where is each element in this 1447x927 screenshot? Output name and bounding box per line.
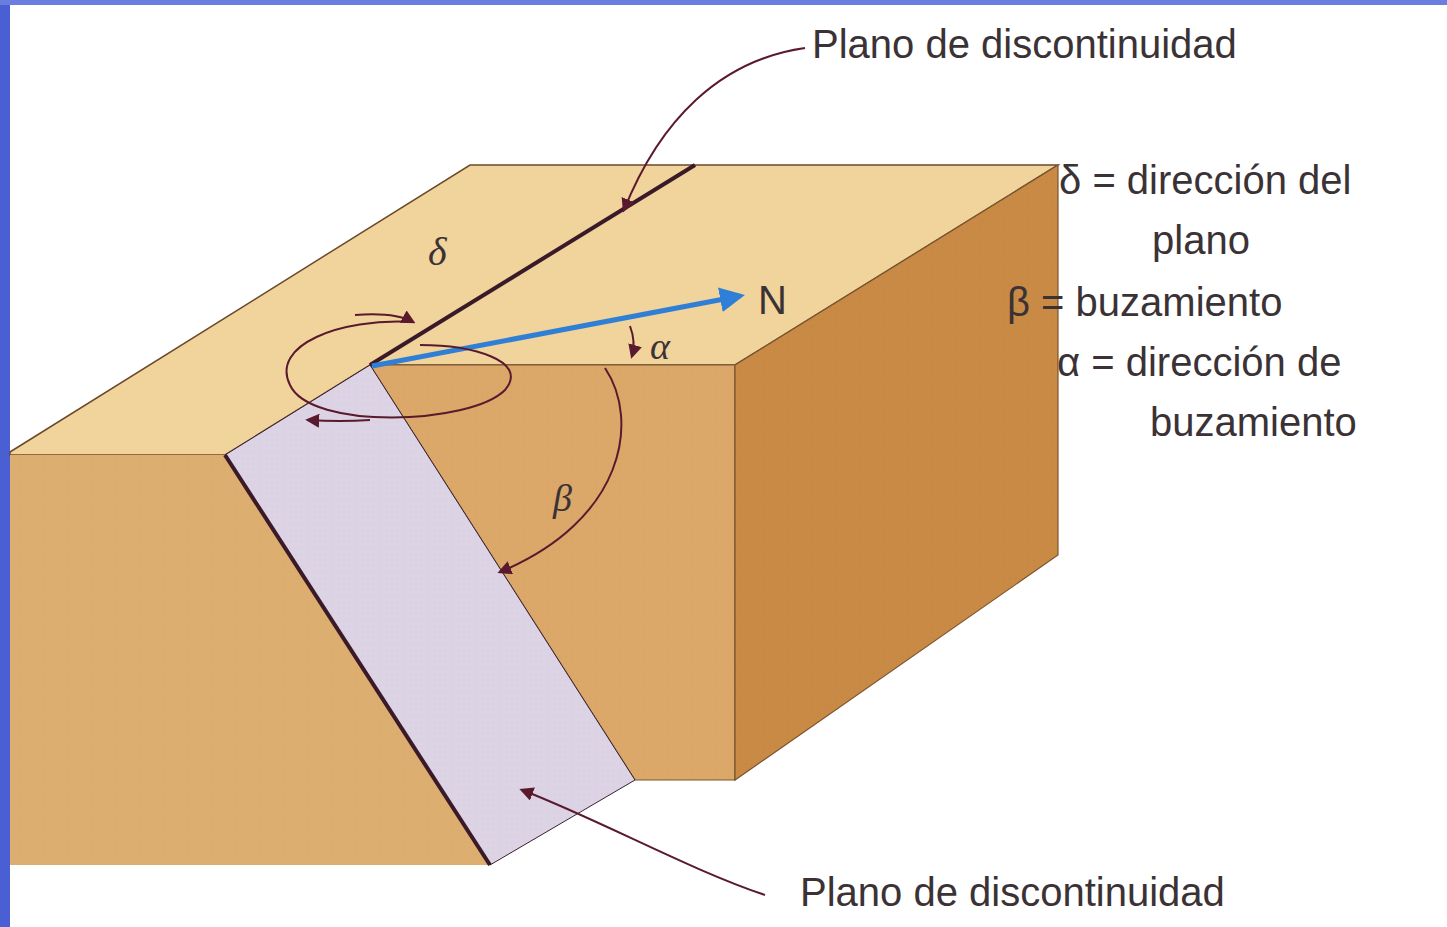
- plane-label: Plano de discontinuidad: [812, 14, 1412, 74]
- symbol-label: δ: [428, 222, 468, 282]
- north-label: N: [758, 270, 808, 330]
- dip-angle-arc: [500, 368, 621, 572]
- discontinuity-plane: [225, 365, 635, 865]
- plane-label: Plano de discontinuidad: [800, 862, 1400, 922]
- key-text: β = buzamiento: [1007, 272, 1440, 332]
- frame-bar: [0, 0, 1447, 5]
- key-text: δ = dirección del plano: [1059, 150, 1440, 270]
- north-arrow: [372, 296, 740, 366]
- leader-line: [522, 790, 765, 895]
- symbol-label: α: [650, 318, 690, 375]
- side-face: [735, 165, 1058, 780]
- leader-line: [624, 48, 805, 210]
- frame-bar: [0, 0, 10, 927]
- strike-arrow: [355, 314, 413, 322]
- alpha-arrow: [630, 326, 634, 356]
- rotation-loop: [287, 322, 511, 418]
- key-text: α = dirección de buzamiento: [1057, 332, 1440, 452]
- dip-direction-arrow: [308, 420, 370, 421]
- plane-edge: [225, 455, 490, 865]
- symbol-label: β: [553, 470, 593, 527]
